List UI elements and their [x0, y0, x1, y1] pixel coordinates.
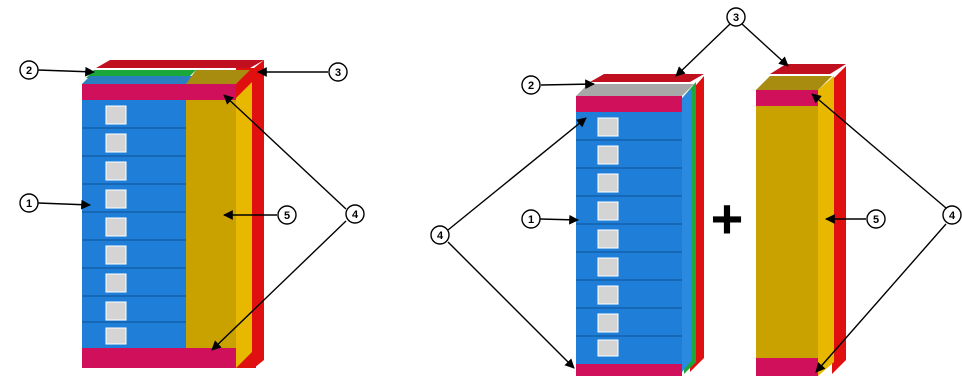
top-gray-face [576, 84, 694, 96]
drive-slot [597, 145, 619, 165]
arrow-4-far-bottom [815, 223, 947, 373]
top-red-face [770, 64, 846, 74]
drive-block-left [82, 98, 186, 348]
drive-row-lines-left [82, 127, 186, 323]
top-red-face [590, 74, 704, 82]
drive-slot [105, 273, 127, 293]
callout-1-left: 1 [19, 193, 39, 213]
drive-slots-right [597, 117, 619, 357]
gold-side-face [818, 76, 834, 376]
gold-side-face [236, 82, 252, 368]
arrow-1-right [539, 214, 579, 225]
svg-text:4: 4 [949, 210, 956, 222]
arrow-3-right-a [675, 23, 731, 77]
drive-row-lines-right [576, 139, 682, 337]
drive-slot [105, 301, 127, 321]
callout-2-left: 2 [19, 60, 39, 80]
arrow-3-right-b [741, 23, 789, 67]
top-olive-face [186, 70, 250, 84]
drive-slot [105, 217, 127, 237]
drive-block-right [576, 112, 682, 364]
drive-slot [105, 327, 127, 345]
callout-labels: 2 3 1 5 4 2 3 4 [19, 7, 962, 245]
top-end-cap-left [82, 84, 236, 100]
top-red-face [96, 60, 264, 68]
svg-text:1: 1 [528, 214, 534, 226]
drive-slot [597, 285, 619, 305]
drive-slot [105, 245, 127, 265]
callout-1-right: 1 [521, 209, 541, 229]
drive-slot [597, 201, 619, 221]
callout-4-far-right: 4 [942, 205, 962, 225]
arrow-4-far-top [811, 93, 947, 209]
gold-block-left [186, 98, 236, 348]
bottom-end-cap-gold [756, 358, 818, 376]
top-olive-face [756, 76, 832, 90]
callout-5-left: 5 [277, 205, 297, 225]
gold-block-right [756, 106, 818, 358]
svg-text:4: 4 [437, 230, 444, 242]
drive-unit-assembly [576, 74, 704, 376]
blue-side-face [682, 88, 692, 372]
drive-slot [105, 133, 127, 153]
combined-array-assembly [82, 60, 264, 368]
arrow-2-right [540, 79, 595, 90]
arrow-4-left-bottom [211, 220, 347, 351]
callout-3-right: 3 [726, 7, 746, 27]
arrow-4-right-bottom [447, 241, 575, 369]
drive-slots-left [105, 105, 127, 345]
callout-5-right: 5 [866, 209, 886, 229]
callout-3-left: 3 [328, 62, 348, 82]
svg-text:3: 3 [733, 12, 739, 24]
top-blue-face [82, 76, 194, 84]
arrow-4-left-top [223, 94, 347, 210]
callout-4-right: 4 [430, 225, 450, 245]
drive-slot [105, 161, 127, 181]
svg-text:2: 2 [26, 65, 32, 77]
drive-slot [597, 229, 619, 249]
gold-unit-assembly [756, 64, 846, 376]
arrow-2-left [37, 66, 95, 77]
drive-slot [597, 257, 619, 277]
red-side-face [832, 66, 846, 374]
svg-text:4: 4 [352, 209, 359, 221]
drive-slot [597, 173, 619, 193]
drive-slot [597, 313, 619, 333]
drive-slot [597, 339, 619, 357]
svg-text:5: 5 [284, 210, 290, 222]
drive-slot [597, 117, 619, 137]
svg-text:5: 5 [873, 214, 879, 226]
plus-sign: + [711, 187, 744, 250]
svg-text:1: 1 [26, 198, 32, 210]
drive-slot [105, 105, 127, 125]
arrow-4-right-top [447, 117, 587, 231]
top-end-cap-gold [756, 90, 818, 106]
bottom-end-cap-drive [576, 364, 682, 376]
svg-text:2: 2 [528, 80, 534, 92]
top-end-cap-drive [576, 96, 682, 112]
drive-slot [105, 189, 127, 209]
svg-text:3: 3 [335, 67, 341, 79]
arrow-1-left [37, 199, 91, 210]
red-back-panel [254, 60, 264, 368]
callout-4-left: 4 [345, 204, 365, 224]
callout-2-right: 2 [521, 75, 541, 95]
callout-arrows [37, 23, 947, 373]
bottom-end-cap-left [82, 348, 236, 368]
